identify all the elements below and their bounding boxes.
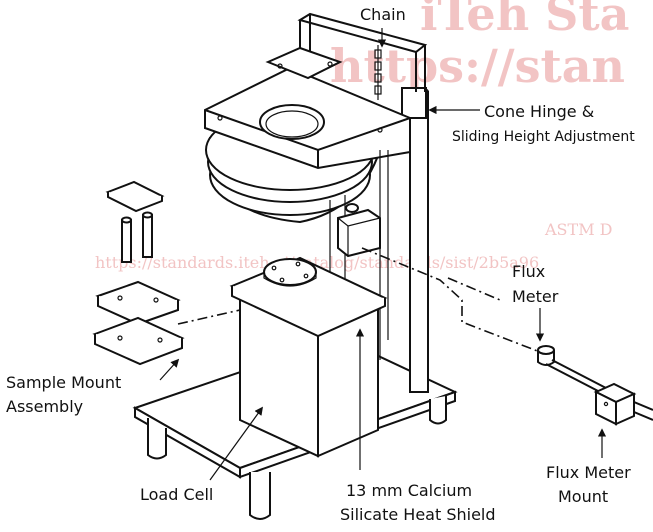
label-chain: Chain bbox=[360, 5, 406, 24]
watermark-line1: iTeh Sta bbox=[420, 0, 629, 41]
label-sample-mount-line2: Assembly bbox=[6, 397, 83, 416]
load-cell-box bbox=[229, 256, 388, 458]
flux-meter-mount bbox=[593, 382, 653, 426]
label-flux-meter-mount-line2: Mount bbox=[558, 487, 608, 506]
label-flux-meter-line1: Flux bbox=[512, 262, 545, 281]
label-sample-mount-line1: Sample Mount bbox=[6, 373, 121, 392]
sample-mount-assembly bbox=[92, 180, 185, 366]
label-load-cell: Load Cell bbox=[140, 485, 213, 504]
label-flux-meter-mount-line1: Flux Meter bbox=[546, 463, 631, 482]
label-heat-shield-line2: Silicate Heat Shield bbox=[340, 505, 496, 524]
watermark-line3: ASTM D bbox=[544, 220, 612, 239]
cone-heater bbox=[204, 46, 411, 224]
labels: Chain Cone Hinge & Sliding Height Adjust… bbox=[6, 5, 635, 524]
label-heat-shield-line1: 13 mm Calcium bbox=[346, 481, 472, 500]
leader-lines bbox=[159, 28, 607, 481]
flux-meter bbox=[537, 345, 607, 393]
label-flux-meter-line2: Meter bbox=[512, 287, 559, 306]
watermark-line2: https://stan bbox=[330, 39, 625, 93]
label-cone-hinge-line1: Cone Hinge & bbox=[484, 102, 594, 121]
assembly-lines bbox=[177, 247, 541, 353]
chain bbox=[374, 45, 382, 100]
label-cone-hinge-line2: Sliding Height Adjustment bbox=[452, 129, 635, 145]
top-frame bbox=[297, 12, 428, 92]
support-post bbox=[401, 87, 429, 393]
